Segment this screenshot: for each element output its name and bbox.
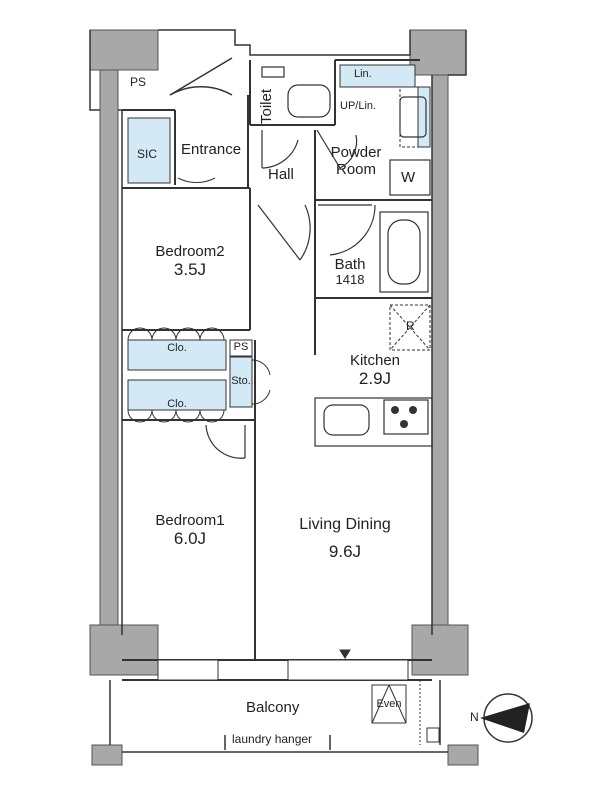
closet-doors [127,327,271,423]
bedroom2-name: Bedroom2 [155,243,225,260]
entrance-door [169,57,233,184]
refrigerator-space [389,304,431,351]
up-linen-label: UP/Lin. [340,100,377,112]
stove-burners [391,406,417,428]
living-dining-label: Living Dining 9.6J [280,516,410,562]
bath-name: Bath [334,256,366,273]
storage-label: Sto. [231,375,251,387]
hall-label: Hall [268,166,294,183]
living-dining-area: 9.6J [328,542,362,562]
powder-room-label: Powder Room [330,144,382,179]
balcony-outline [109,680,448,753]
washer-label: W [401,169,416,186]
windows [157,649,409,681]
fixtures [261,66,433,447]
bedroom1-area: 6.0J [173,529,207,549]
balcony-label: Balcony [246,699,300,716]
kitchen-name: Kitchen [349,352,401,369]
refrigerator-label: R [406,319,415,333]
closet-upper-label: Clo. [167,342,187,354]
entrance-label: Entrance [181,141,242,158]
outer-walls [89,29,479,766]
toilet-label: Toilet [258,88,275,124]
ps-mid-label: PS [233,341,249,353]
bedroom1-name: Bedroom1 [155,512,225,529]
closet-lower-label: Clo. [167,398,187,410]
linen-label: Lin. [354,68,372,80]
bath-size: 1418 [335,272,365,288]
laundry-hanger-label: laundry hanger [232,732,313,746]
living-dining-name: Living Dining [299,516,391,533]
bedroom2-area: 3.5J [173,260,207,280]
ps-top-label: PS [130,75,147,89]
kitchen-label: Kitchen 2.9J [330,352,420,389]
even-label: Even [376,698,402,710]
bedroom1-label: Bedroom1 6.0J [140,512,240,549]
kitchen-area: 2.9J [358,369,392,389]
interior-doors [205,129,376,459]
bath-label: Bath 1418 [325,256,375,288]
sic-label: SIC [137,147,158,161]
north-label: N [470,710,479,724]
compass [480,693,533,743]
bedroom2-label: Bedroom2 3.5J [140,243,240,280]
storage-areas [127,64,431,411]
